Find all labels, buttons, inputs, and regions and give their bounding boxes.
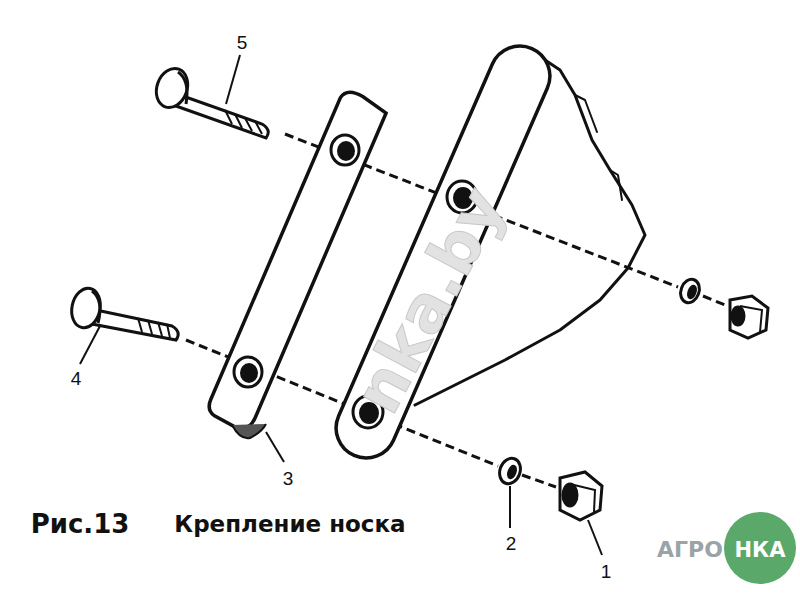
callout-number: 2 bbox=[506, 534, 517, 553]
logo-text: НКА bbox=[735, 540, 786, 561]
caption: Крепление носка bbox=[174, 513, 405, 536]
nut bbox=[560, 296, 768, 520]
callout-number: 1 bbox=[601, 562, 612, 581]
washer bbox=[496, 277, 702, 487]
logo-circle bbox=[724, 512, 796, 584]
nose-edge bbox=[575, 95, 597, 132]
callout-number: 4 bbox=[71, 369, 82, 388]
plate-shading bbox=[232, 424, 266, 438]
nose-edge bbox=[610, 170, 622, 200]
bolt bbox=[151, 64, 268, 138]
bolt bbox=[68, 286, 178, 340]
logo-text: АГРО bbox=[657, 539, 723, 561]
callout-number: 3 bbox=[283, 469, 294, 488]
figure-number: Рис.13 bbox=[31, 511, 130, 537]
callout-number: 5 bbox=[237, 33, 248, 52]
leader-lines bbox=[80, 55, 602, 555]
